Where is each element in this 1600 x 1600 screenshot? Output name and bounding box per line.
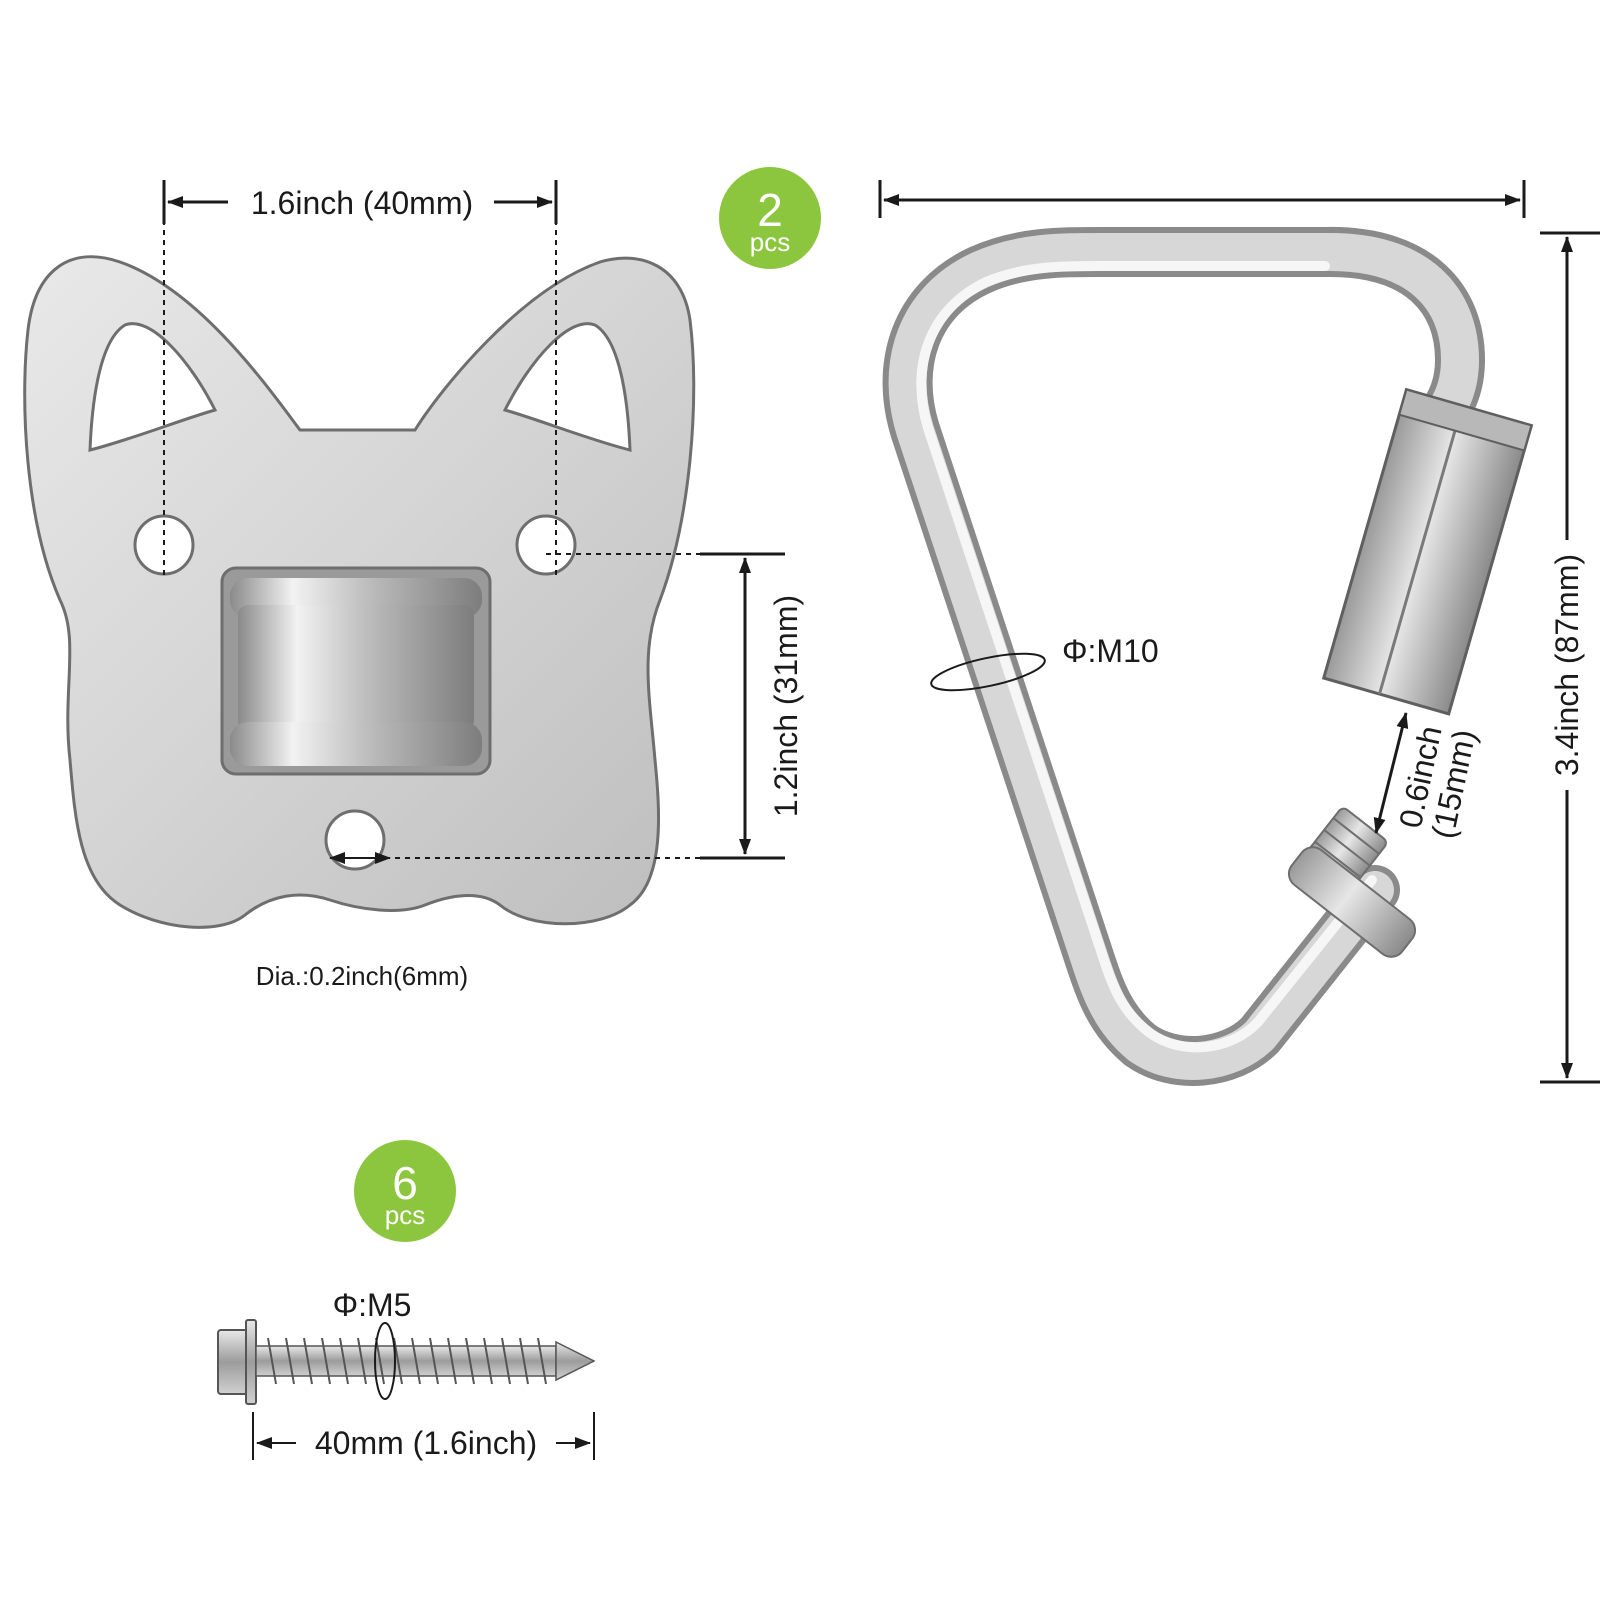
plate-quantity-badge: 2 pcs xyxy=(719,167,821,269)
screw-diameter-dimension: Φ:M5 xyxy=(333,1287,412,1400)
carabiner xyxy=(882,226,1534,1086)
plate-width-label: 1.6inch (40mm) xyxy=(251,185,473,221)
plate-roller-middle xyxy=(238,605,474,730)
plate-quantity: 2 xyxy=(757,184,783,236)
carabiner-collar xyxy=(1287,846,1417,958)
plate-bottom-hole xyxy=(324,809,386,871)
plate-height-dimension: 1.2inch (31mm) xyxy=(355,552,804,860)
screw-length-dimension: 40mm (1.6inch) xyxy=(252,1412,595,1461)
carabiner-width-dimension xyxy=(878,180,1526,218)
carabiner-gate-dimension: 0.6inch (15mm) xyxy=(1373,712,1483,842)
screw-washer xyxy=(245,1319,257,1405)
screw-quantity: 6 xyxy=(392,1157,418,1209)
plate-left-ear-cutout xyxy=(88,322,218,452)
screw-quantity-badge: 6 pcs xyxy=(354,1140,456,1242)
plate-roller-bottom xyxy=(230,722,482,766)
screw-tip xyxy=(555,1340,596,1382)
screw-diameter-label: Φ:M5 xyxy=(333,1287,412,1323)
screw xyxy=(217,1319,596,1405)
screw-length-label: 40mm (1.6inch) xyxy=(315,1425,537,1461)
plate-right-hole xyxy=(515,514,577,576)
plate-height-label: 1.2inch (31mm) xyxy=(768,595,804,817)
carabiner-diameter-dimension: Φ:M10 xyxy=(930,633,1159,692)
dog-plate xyxy=(23,255,696,929)
carabiner-diameter-label: Φ:M10 xyxy=(1062,633,1159,669)
carabiner-height-dimension: 3.4inch (87mm) xyxy=(1540,231,1600,1084)
screw-thread xyxy=(267,1337,547,1385)
carabiner-height-label: 3.4inch (87mm) xyxy=(1549,554,1585,776)
plate-quantity-unit: pcs xyxy=(750,227,790,257)
plate-right-ear-cutout xyxy=(502,322,632,452)
screw-shank xyxy=(255,1345,557,1377)
plate-hole-dimension: Dia.:0.2inch(6mm) xyxy=(256,852,468,991)
plate-width-dimension: 1.6inch (40mm) xyxy=(162,180,558,578)
carabiner-hex-nut xyxy=(1321,387,1534,716)
plate-hole-label: Dia.:0.2inch(6mm) xyxy=(256,961,468,991)
screw-quantity-unit: pcs xyxy=(385,1200,425,1230)
